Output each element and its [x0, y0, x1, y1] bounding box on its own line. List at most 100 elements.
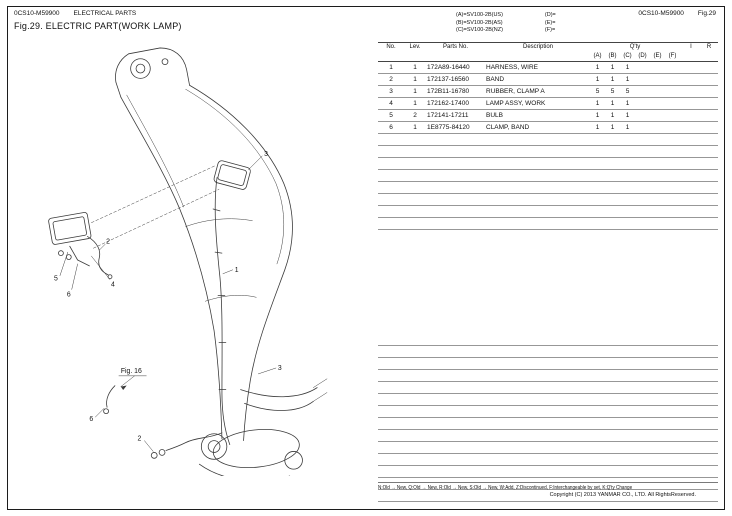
cell-parts_no: 1E8775-84120	[427, 124, 470, 131]
variant-d: (D)=	[544, 12, 556, 18]
figure-title: Fig.29. ELECTRIC PART(WORK LAMP)	[14, 21, 182, 31]
variant-a: (A)=SV100-2B(US)	[456, 12, 503, 18]
variant-legend-right-column: (D)= (E)= (F)=	[545, 12, 556, 35]
cell-c: 1	[625, 112, 630, 119]
cell-parts_no: 172A89-16440	[427, 64, 470, 71]
empty-rows-1	[378, 134, 718, 230]
cell-description: BAND	[486, 76, 505, 83]
cell-no: 6	[389, 124, 393, 131]
cell-b: 1	[610, 64, 615, 71]
cell-d	[635, 98, 650, 109]
cell-description: BULB	[486, 112, 503, 119]
cell-a: 1	[595, 124, 600, 131]
col-header-qty-b: (B)	[608, 53, 617, 59]
header-spacer	[404, 52, 426, 61]
callout-clamp-band: 6	[67, 291, 71, 298]
empty-table-row	[378, 218, 718, 230]
cell-c: 1	[625, 100, 630, 107]
cell-e	[650, 110, 665, 121]
cell-e	[650, 86, 665, 97]
cell-parts_no: 172162-17400	[427, 100, 469, 107]
cell-f	[665, 98, 680, 109]
col-header-no: No.	[386, 44, 396, 50]
empty-table-row	[378, 394, 718, 406]
callout-band-lower: 2	[138, 436, 142, 443]
cell-description: HARNESS, WIRE	[486, 64, 539, 71]
variant-e: (E)=	[544, 19, 556, 26]
header-spacer	[378, 52, 404, 61]
cell-d	[635, 122, 650, 133]
col-header-lev: Lev.	[409, 44, 421, 50]
cell-b: 1	[610, 100, 615, 107]
parts-diagram: 3 1 4 5 6 2 3 2 6 Fig. 16	[48, 47, 328, 476]
empty-table-row	[378, 194, 718, 206]
variant-f: (F)=	[544, 27, 556, 33]
page-header: 0CS10-M59900 ELECTRICAL PARTS	[14, 10, 136, 17]
copyright-text: Copyright (C) 2013 YANMAR CO., LTD. All …	[549, 492, 696, 498]
projection-lines	[91, 165, 220, 249]
cell-d	[635, 62, 650, 73]
col-header-i: I	[690, 44, 692, 50]
cell-b: 1	[610, 124, 615, 131]
empty-table-row	[378, 418, 718, 430]
cell-r	[702, 110, 716, 121]
empty-table-row	[378, 334, 718, 346]
cell-description: LAMP ASSY, WORK	[486, 100, 546, 107]
header-spacer	[680, 52, 702, 61]
empty-table-row	[378, 490, 718, 502]
cell-no: 5	[389, 112, 393, 119]
cell-i	[680, 122, 702, 133]
table-header-row-1: No. Lev. Parts No. Description Q'ty I R	[378, 43, 718, 52]
col-header-qty-d: (D)	[638, 53, 647, 59]
page-border-frame	[7, 6, 725, 510]
cell-a: 1	[595, 112, 600, 119]
empty-table-row	[378, 466, 718, 478]
cell-a: 1	[595, 100, 600, 107]
cell-no: 3	[389, 88, 393, 95]
cell-lev: 1	[413, 100, 417, 107]
revision-legend: N:Old → New, Q:Old → New, R:Old → New, S…	[378, 485, 633, 491]
cell-i	[680, 98, 702, 109]
empty-table-row	[378, 158, 718, 170]
callout-labels: 3 1 4 5 6 2 3 2 6 Fig. 16	[54, 151, 282, 443]
cell-i	[680, 74, 702, 85]
cell-c: 1	[625, 64, 630, 71]
table-header-row-2: (A) (B) (C) (D) (E) (F)	[378, 52, 718, 61]
empty-table-row	[378, 370, 718, 382]
empty-rows-2	[378, 334, 718, 502]
cell-d	[635, 86, 650, 97]
leader-lines	[59, 155, 277, 452]
cell-parts_no: 172B11-16780	[427, 88, 470, 95]
cell-e	[650, 62, 665, 73]
empty-table-row	[378, 358, 718, 370]
cell-f	[665, 86, 680, 97]
cell-i	[680, 110, 702, 121]
cell-b: 1	[610, 76, 615, 83]
cell-lev: 1	[413, 124, 417, 131]
cell-f	[665, 122, 680, 133]
cell-f	[665, 62, 680, 73]
cell-r	[702, 122, 716, 133]
lamp-mount-plate	[213, 160, 251, 190]
empty-table-row	[378, 382, 718, 394]
cell-b: 1	[610, 112, 615, 119]
variant-legend-left-column: (A)=SV100-2B(US) (B)=SV100-2B(AS) (C)=SV…	[456, 12, 503, 35]
col-header-qty-a: (A)	[593, 53, 602, 59]
harness-wire	[150, 177, 231, 459]
callout-band: 2	[106, 238, 110, 245]
cell-parts_no: 172141-17211	[427, 112, 469, 119]
empty-table-row	[378, 134, 718, 146]
cell-r	[702, 98, 716, 109]
cell-i	[680, 86, 702, 97]
empty-table-row	[378, 478, 718, 490]
empty-table-row	[378, 442, 718, 454]
cell-parts_no: 172137-16560	[427, 76, 469, 83]
empty-table-row	[378, 406, 718, 418]
header-spacer	[702, 52, 716, 61]
cell-r	[702, 62, 716, 73]
cell-description: CLAMP, BAND	[486, 124, 530, 131]
page-header-right: 0CS10-M59900 Fig.29	[638, 10, 716, 17]
